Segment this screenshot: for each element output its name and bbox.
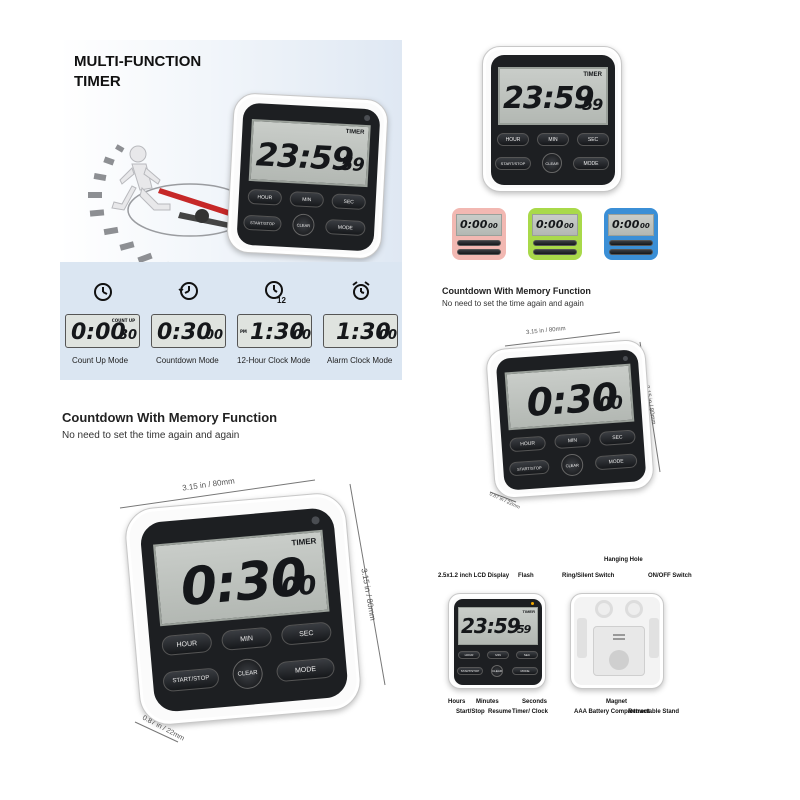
callout-magnet: Magnet [606, 699, 627, 705]
start-stop-button[interactable]: START/STOP [495, 157, 531, 170]
hour-button[interactable]: HOUR [247, 188, 283, 206]
min-button[interactable]: MIN [220, 626, 273, 651]
clear-button[interactable]: CLEAR [231, 657, 264, 691]
stopwatch-icon [94, 283, 112, 301]
clear-button[interactable]: CLEAR [291, 213, 315, 237]
callout-ring-silent: Ring/Silent Switch [562, 573, 615, 579]
hour-button[interactable]: HOUR [497, 133, 529, 146]
alarm-clock-icon [352, 281, 370, 300]
min-button[interactable]: MIN [554, 432, 591, 450]
start-stop-button[interactable]: START/STOP [243, 214, 282, 232]
memory-subtitle: No need to set the time again and again [62, 430, 240, 441]
sec-button[interactable]: SEC [280, 621, 333, 646]
mode-label-alarm: Alarm Clock Mode [327, 356, 393, 365]
hour12-display: PM 1:30 00 [237, 314, 312, 348]
memory-title-small: Countdown With Memory Function [442, 286, 591, 296]
callout-on-off: ON/OFF Switch [648, 573, 692, 579]
start-stop-button[interactable]: START/STOP [162, 667, 220, 693]
mode-button[interactable]: MODE [594, 453, 638, 471]
mode-label-count-up: Count Up Mode [72, 356, 129, 365]
running-man-dial-graphic [88, 144, 253, 275]
mode-label-countdown: Countdown Mode [156, 356, 219, 365]
countdown-display: 0:30 00 [151, 314, 226, 348]
clock-12-icon: 12 [265, 281, 286, 304]
callout-hanging-hole: Hanging Hole [604, 557, 643, 563]
clear-button[interactable]: CLEAR [542, 153, 562, 173]
callout-flash: Flash [518, 573, 534, 579]
top-right-timer: TIMER 23:59 59 HOUR MIN SEC START/STOP C… [482, 46, 622, 192]
clear-button[interactable]: CLEAR [560, 453, 584, 477]
dimensions-panel: 3.15 in / 80mm 3.15 in / 80mm 0.87 in / … [470, 322, 670, 532]
hero-timer: TIMER 23:59 59 HOUR MIN SEC START/STOP C… [225, 92, 390, 260]
dimension-lines [119, 479, 386, 743]
mode-button[interactable]: MODE [324, 219, 366, 237]
min-button[interactable]: MIN [537, 133, 569, 146]
callout-timer-clock: Timer/ Clock [512, 709, 548, 715]
svg-text:12: 12 [277, 296, 286, 304]
callout-resume: Resume [488, 709, 512, 715]
callout-seconds: Seconds [522, 699, 548, 705]
mode-strip: 12 COUNT UP 0:00 30 0:30 00 PM 1:30 00 1… [60, 262, 402, 380]
mid-timer: 0:30 00 HOUR MIN SEC START/STOP CLEAR MO… [484, 338, 656, 500]
clock-icon [178, 282, 198, 300]
memory-panel: Countdown With Memory Function No need t… [60, 400, 402, 760]
memory-subtitle-small: No need to set the time again and again [442, 299, 584, 308]
mode-label-12-hour: 12-Hour Clock Mode [237, 356, 311, 365]
large-timer: TIMER 0:30 00 HOUR MIN SEC START/STOP CL… [122, 490, 364, 728]
hour-button[interactable]: HOUR [509, 435, 547, 453]
start-stop-button[interactable]: START/STOP [508, 459, 550, 477]
callout-stand: Retractable Stand [628, 709, 680, 715]
callout-start-stop: Start/Stop [456, 709, 485, 715]
sec-button[interactable]: SEC [331, 193, 367, 211]
hour-button[interactable]: HOUR [161, 631, 213, 657]
sec-button[interactable]: SEC [577, 133, 609, 146]
memory-title: Countdown With Memory Function [62, 410, 278, 425]
diagram-front-timer: TIMER 23:59 59 HOUR MIN SEC START/STOP C… [448, 593, 546, 689]
mode-button[interactable]: MODE [573, 157, 609, 170]
hero-title: MULTI-FUNCTION TIMER [74, 53, 202, 90]
mode-button[interactable]: MODE [275, 657, 336, 683]
hero-panel: MULTI-FUNCTION TIMER [60, 40, 402, 380]
callout-battery: AAA Battery Compartment [574, 709, 650, 715]
count-up-display: COUNT UP 0:00 30 [65, 314, 140, 348]
callout-minutes: Minutes [476, 699, 499, 705]
feature-diagram-panel: Hanging Hole 2.5x1.2 inch LCD Display Fl… [430, 555, 700, 725]
colors-panel: TIMER 23:59 59 HOUR MIN SEC START/STOP C… [440, 40, 670, 310]
callout-hours: Hours [448, 699, 466, 705]
alarm-display: 1:30 00 [323, 314, 398, 348]
callout-lcd: 2.5x1.2 inch LCD Display [438, 573, 510, 579]
min-button[interactable]: MIN [289, 191, 325, 208]
diagram-back-timer [570, 593, 664, 689]
sec-button[interactable]: SEC [598, 429, 636, 446]
